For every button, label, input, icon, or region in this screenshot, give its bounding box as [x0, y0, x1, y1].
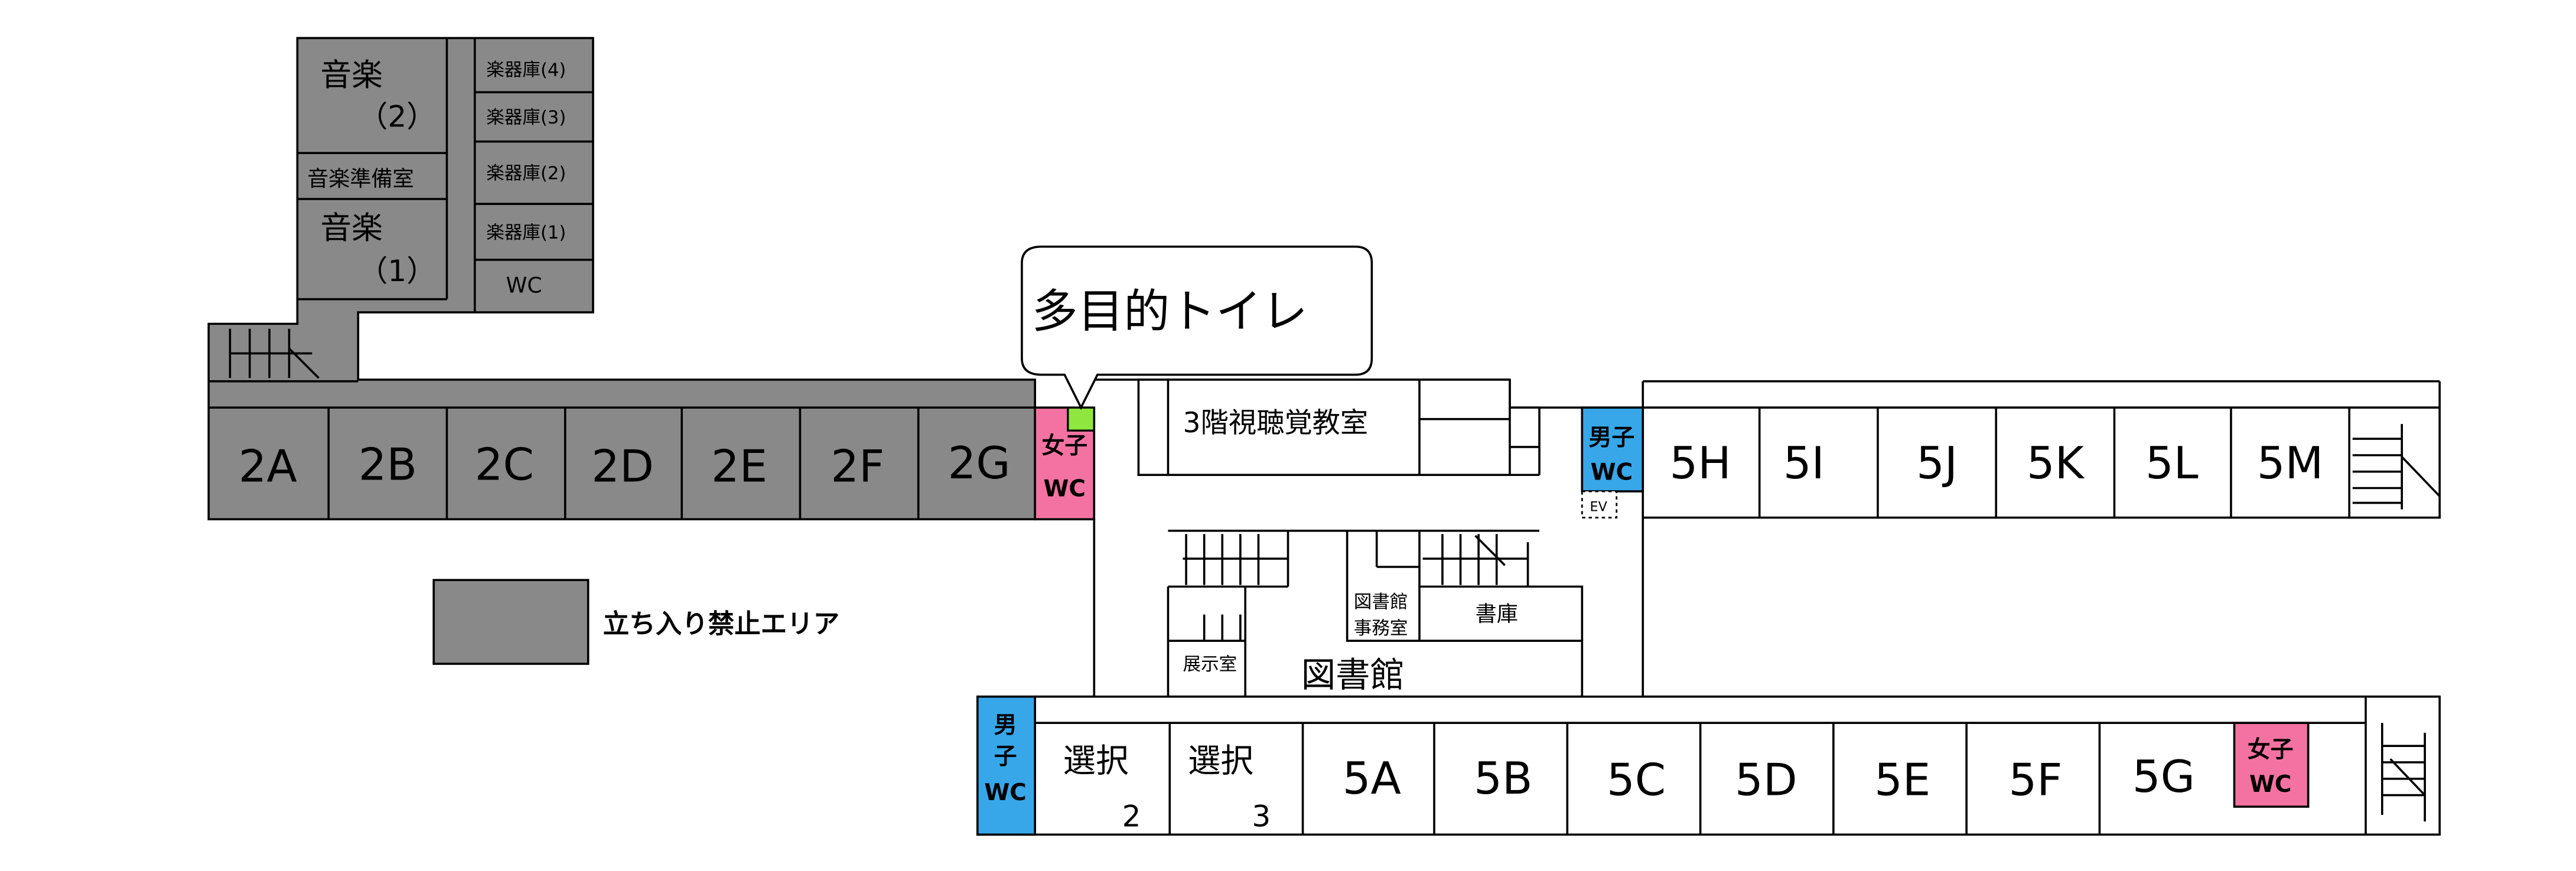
- library-office-label-1: 図書館: [1354, 592, 1408, 613]
- instrument4-label: 楽器庫(4): [486, 60, 566, 80]
- room-5j: 5J: [1916, 437, 1958, 489]
- female-wc-lower: [2233, 722, 2310, 808]
- room-5h: 5H: [1669, 437, 1731, 489]
- male-wc-upper-label: 男子: [1588, 425, 1634, 451]
- restricted-music-block: [207, 37, 1036, 521]
- restricted-wc-label: WC: [506, 273, 542, 298]
- room-5c: 5C: [1607, 754, 1666, 806]
- room-5d: 5D: [1735, 754, 1797, 806]
- female-wc-lower-label: 女子: [2248, 737, 2294, 764]
- accessible-toilet-callout: [1021, 245, 1373, 410]
- music2-number: （2）: [358, 100, 436, 134]
- room-5k: 5K: [2027, 437, 2085, 489]
- instrument3-label: 楽器庫(3): [486, 107, 566, 128]
- elevator: [1581, 490, 1618, 518]
- music2-label: 音楽: [320, 57, 383, 93]
- male-wc-lower-label-2: 子: [994, 743, 1017, 770]
- accessible-toilet: [1067, 406, 1095, 432]
- male-wc-lower-label-1: 男: [994, 712, 1017, 739]
- elective2-label: 選択: [1063, 742, 1128, 781]
- room-5m: 5M: [2257, 437, 2324, 489]
- room-2f: 2F: [831, 440, 884, 492]
- av-room-label: 3階視聴覚教室: [1183, 407, 1369, 439]
- elective2-number: 2: [1122, 799, 1141, 833]
- female-wc-lower-wc: WC: [2249, 771, 2292, 798]
- callout-text: 多目的トイレ: [1032, 285, 1308, 338]
- music1-number: （1）: [358, 254, 436, 288]
- room-5g: 5G: [2132, 751, 2195, 803]
- stacks-label: 書庫: [1476, 601, 1518, 627]
- legend-swatch-restricted: [432, 579, 590, 665]
- instrument1-label: 楽器庫(1): [486, 223, 566, 243]
- room-2c: 2C: [475, 439, 534, 491]
- library-office-label-2: 事務室: [1354, 618, 1408, 639]
- room-5b: 5B: [1474, 752, 1532, 804]
- elevator-label: EV: [1590, 499, 1608, 514]
- music-prep-label: 音楽準備室: [307, 166, 414, 191]
- male-wc-lower: [976, 695, 1036, 836]
- library-label: 図書館: [1301, 655, 1405, 695]
- room-2a: 2A: [239, 440, 297, 492]
- room-2b: 2B: [359, 439, 417, 491]
- room-2e: 2E: [711, 440, 767, 492]
- room-5f: 5F: [2008, 754, 2062, 806]
- room-5a: 5A: [1343, 752, 1401, 804]
- female-wc-upper-wc: WC: [1044, 475, 1086, 502]
- av-room: [1137, 379, 1511, 477]
- exhibition-room-label: 展示室: [1183, 654, 1237, 675]
- room-5i: 5I: [1783, 437, 1825, 489]
- male-wc-upper-wc: WC: [1591, 459, 1633, 486]
- elective3-number: 3: [1252, 799, 1271, 833]
- female-wc-upper-label: 女子: [1041, 433, 1087, 459]
- room-2d: 2D: [591, 440, 654, 492]
- room-5e: 5E: [1874, 754, 1930, 806]
- room-5l: 5L: [2145, 437, 2199, 489]
- legend-label-restricted: 立ち入り禁止エリア: [603, 609, 840, 639]
- room-2g: 2G: [948, 437, 1011, 489]
- instrument2-label: 楽器庫(2): [486, 164, 566, 184]
- music1-label: 音楽: [320, 210, 383, 246]
- elective3-label: 選択: [1188, 742, 1253, 781]
- male-wc-lower-wc: WC: [984, 779, 1027, 806]
